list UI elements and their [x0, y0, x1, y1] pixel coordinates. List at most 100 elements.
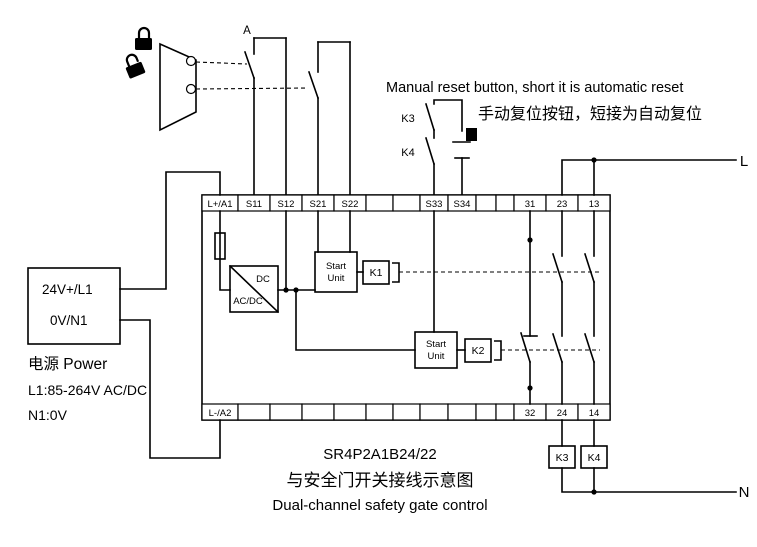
roller-contact-1 — [185, 55, 197, 67]
power-terminal-positive: 24V+/L1 — [42, 282, 93, 297]
wire — [561, 467, 737, 493]
terminal-label: S34 — [454, 199, 471, 210]
terminal-cell — [475, 194, 497, 212]
output-wiring: L K3 K4 N — [548, 153, 749, 501]
padlock-closed-icon — [135, 26, 152, 50]
contact-blade — [583, 332, 596, 364]
coil-label: K4 — [588, 452, 601, 464]
mechanical-link-1 — [195, 61, 248, 65]
door-contact-channel2 — [307, 41, 351, 196]
coil-box — [362, 260, 390, 285]
coil-box — [464, 338, 492, 363]
terminal-label: S33 — [426, 199, 443, 210]
model-number: SR4P2A1B24/22 — [323, 446, 436, 463]
k3-contact-blade — [425, 103, 435, 131]
start-unit-box — [314, 251, 358, 293]
power-terminal-negative: 0V/N1 — [50, 313, 88, 328]
start-unit-label: Start — [426, 339, 446, 350]
door-contact-channel1: A — [243, 25, 287, 196]
live-line — [561, 159, 737, 196]
fuse-symbol — [214, 232, 226, 260]
live-line-label: L — [740, 153, 748, 170]
terminal-label: 24 — [557, 408, 568, 419]
power-supply: 24V+/L1 0V/N1 电源 Power L1:85-264V AC/DC … — [27, 171, 221, 459]
junction-dot — [591, 157, 597, 163]
start-unit-1: Start Unit — [314, 251, 358, 293]
contact-blade — [583, 252, 596, 284]
manual-reset-note-en: Manual reset button, short it is automat… — [386, 80, 683, 96]
terminal-label: L-/A2 — [209, 408, 232, 419]
terminal-label: S11 — [246, 199, 262, 210]
converter-diagonal — [228, 264, 280, 314]
terminal-cell — [269, 403, 303, 421]
terminal-cell — [392, 403, 421, 421]
terminal-cell — [301, 403, 335, 421]
terminal-label: 32 — [525, 408, 536, 419]
k3-contact-label: K3 — [401, 113, 414, 125]
contact-blade — [519, 331, 532, 364]
output-contact-31-32 — [519, 210, 538, 405]
output-contact-23-24 — [551, 210, 564, 405]
acdc-converter: DC AC/DC — [228, 264, 280, 314]
coil-label: K3 — [556, 452, 569, 464]
terminal-label: 13 — [589, 199, 600, 210]
terminal-cell — [237, 403, 271, 421]
mechanical-link-2 — [195, 87, 309, 90]
roller-contact-2 — [185, 83, 197, 95]
converter-dc-label: DC — [256, 274, 270, 285]
relay-body — [201, 194, 611, 421]
power-spec-n1: N1:0V — [28, 407, 68, 423]
coil-label: K2 — [472, 345, 485, 357]
terminal-label: S22 — [342, 199, 359, 210]
contactor-coil-k3: K3 — [548, 445, 576, 469]
k4-contact-blade — [425, 137, 435, 165]
wire — [119, 319, 221, 459]
wire — [119, 171, 221, 290]
start-unit-2: Start Unit — [414, 331, 458, 369]
power-spec-l1: L1:85-264V AC/DC — [28, 382, 147, 398]
terminal-cell — [419, 403, 449, 421]
point-a-label: A — [243, 25, 251, 37]
relay-module: L+/A1 S11 S12 S21 S22 S33 S34 31 23 13 — [201, 194, 611, 421]
contactor-coil-k4: K4 — [580, 445, 608, 469]
terminal-label: S21 — [310, 199, 327, 210]
coil-bracket — [494, 340, 502, 361]
terminal-cell — [475, 403, 497, 421]
k4-contact-label: K4 — [401, 147, 414, 159]
start-unit-label: Unit — [428, 351, 445, 362]
junction-dot — [293, 287, 299, 293]
reset-push-button — [452, 128, 477, 196]
terminal-cell — [365, 403, 394, 421]
converter-acdc-label: AC/DC — [233, 296, 263, 307]
gate-actuator-cam — [159, 42, 197, 132]
terminal-label: 14 — [589, 408, 600, 419]
caption-subtitle-zh: 与安全门开关接线示意图 — [287, 471, 474, 490]
wire — [433, 99, 463, 132]
button-cap — [466, 128, 477, 141]
padlock-open-icon — [125, 53, 146, 79]
terminal-label: L+/A1 — [207, 199, 232, 210]
gate-switch-symbol — [125, 26, 309, 132]
relay-coil-k2: K2 — [464, 338, 502, 363]
start-unit-box — [414, 331, 458, 369]
nc-contact-blade — [243, 50, 256, 80]
output-contact-13-14 — [583, 210, 596, 405]
wire — [295, 289, 416, 351]
terminal-cell — [447, 403, 477, 421]
power-name-label: 电源 Power — [28, 355, 107, 373]
terminal-label: 31 — [525, 199, 536, 210]
reset-circuit: Manual reset button, short it is automat… — [386, 80, 702, 196]
terminal-cell — [392, 194, 421, 212]
coil-bracket — [392, 262, 400, 283]
terminal-label: S12 — [278, 199, 295, 210]
start-unit-label: Unit — [328, 273, 345, 284]
terminal-label: 23 — [557, 199, 568, 210]
terminal-cell — [495, 403, 515, 421]
coil-label: K1 — [370, 267, 383, 279]
wire — [219, 210, 231, 291]
terminal-cell — [365, 194, 394, 212]
top-terminal-strip: L+/A1 S11 S12 S21 S22 S33 S34 31 23 13 — [201, 194, 611, 212]
caption: SR4P2A1B24/22 与安全门开关接线示意图 Dual-channel s… — [272, 446, 487, 514]
power-supply-box — [27, 267, 121, 345]
bottom-terminal-strip: L-/A2 32 24 14 — [201, 403, 611, 421]
